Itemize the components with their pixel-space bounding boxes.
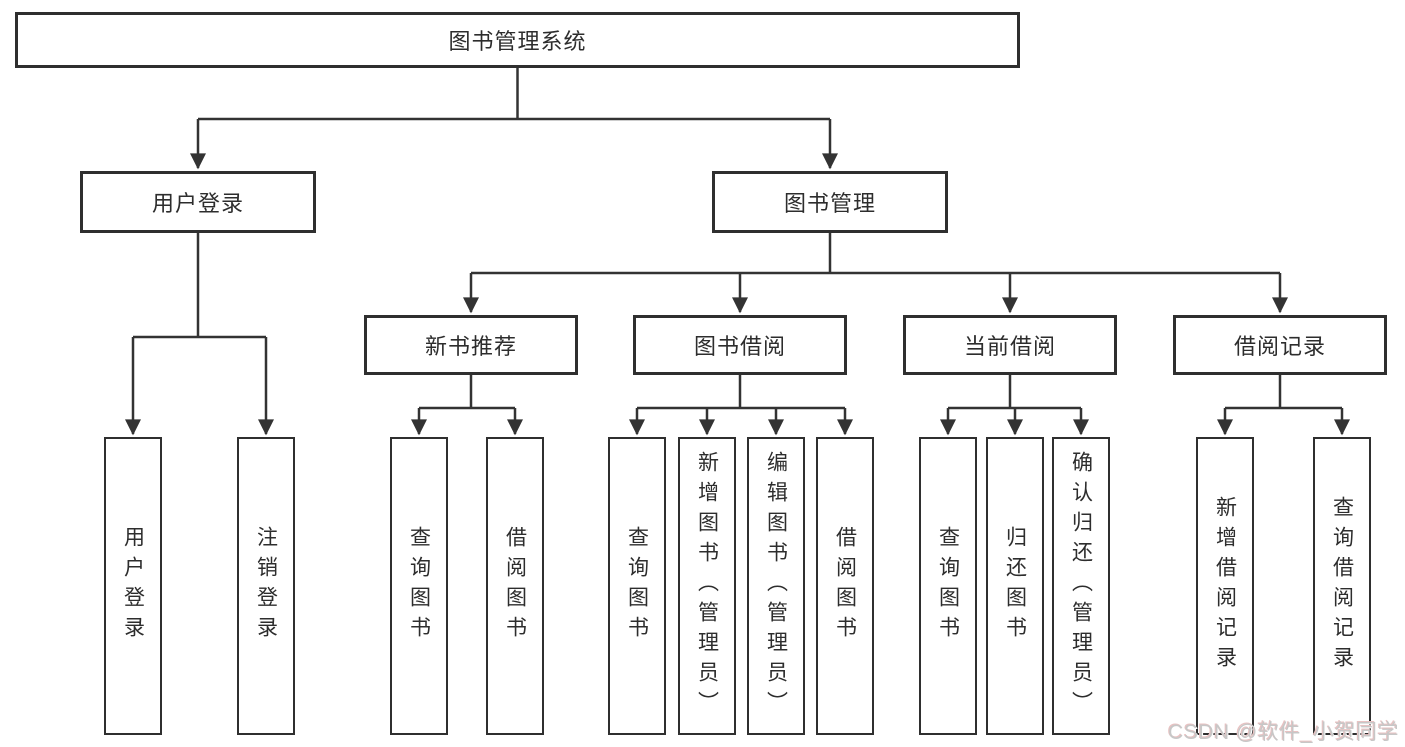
node-label: 新增借阅记录 <box>1213 496 1237 676</box>
node-root-library-system: 图书管理系统 <box>15 12 1020 68</box>
node-label: 借阅图书 <box>833 526 857 646</box>
node-label: 图书管理系统 <box>448 29 587 54</box>
node-book-borrow: 图书借阅 <box>633 315 847 375</box>
node-label: 借阅记录 <box>1233 334 1326 359</box>
csdn-watermark: CSDN @软件_小贺同学 <box>1168 721 1399 744</box>
node-label: 借阅图书 <box>503 526 527 646</box>
node-new-book-recommend: 新书推荐 <box>364 315 578 375</box>
leaf-logout: 注销登录 <box>237 437 295 735</box>
node-user-login: 用户登录 <box>80 171 316 233</box>
node-label: 确认归还（管理员） <box>1069 451 1093 721</box>
node-label: 查询借阅记录 <box>1330 496 1354 676</box>
node-borrow-record: 借阅记录 <box>1173 315 1387 375</box>
leaf-query-books-current: 查询图书 <box>919 437 977 735</box>
node-label: 编辑图书（管理员） <box>764 451 788 721</box>
node-label: 归还图书 <box>1003 526 1027 646</box>
leaf-add-borrow-record: 新增借阅记录 <box>1196 437 1254 735</box>
leaf-query-books-recommend: 查询图书 <box>390 437 448 735</box>
leaf-borrow-books-recommend: 借阅图书 <box>486 437 544 735</box>
node-label: 图书管理 <box>783 191 876 216</box>
node-label: 查询图书 <box>407 526 431 646</box>
leaf-edit-book-admin: 编辑图书（管理员） <box>747 437 805 735</box>
leaf-query-borrow-record: 查询借阅记录 <box>1313 437 1371 735</box>
leaf-return-book: 归还图书 <box>986 437 1044 735</box>
node-label: 用户登录 <box>121 526 145 646</box>
leaf-user-login: 用户登录 <box>104 437 162 735</box>
leaf-confirm-return-admin: 确认归还（管理员） <box>1052 437 1110 735</box>
node-book-management: 图书管理 <box>712 171 948 233</box>
node-current-borrow: 当前借阅 <box>903 315 1117 375</box>
leaf-borrow-book: 借阅图书 <box>816 437 874 735</box>
node-label: 图书借阅 <box>693 334 786 359</box>
node-label: 新书推荐 <box>424 334 517 359</box>
leaf-query-books-borrow: 查询图书 <box>608 437 666 735</box>
node-label: 查询图书 <box>936 526 960 646</box>
node-label: 当前借阅 <box>963 334 1056 359</box>
node-label: 用户登录 <box>151 191 244 216</box>
node-label: 新增图书（管理员） <box>695 451 719 721</box>
node-label: 注销登录 <box>254 526 278 646</box>
leaf-add-book-admin: 新增图书（管理员） <box>678 437 736 735</box>
node-label: 查询图书 <box>625 526 649 646</box>
